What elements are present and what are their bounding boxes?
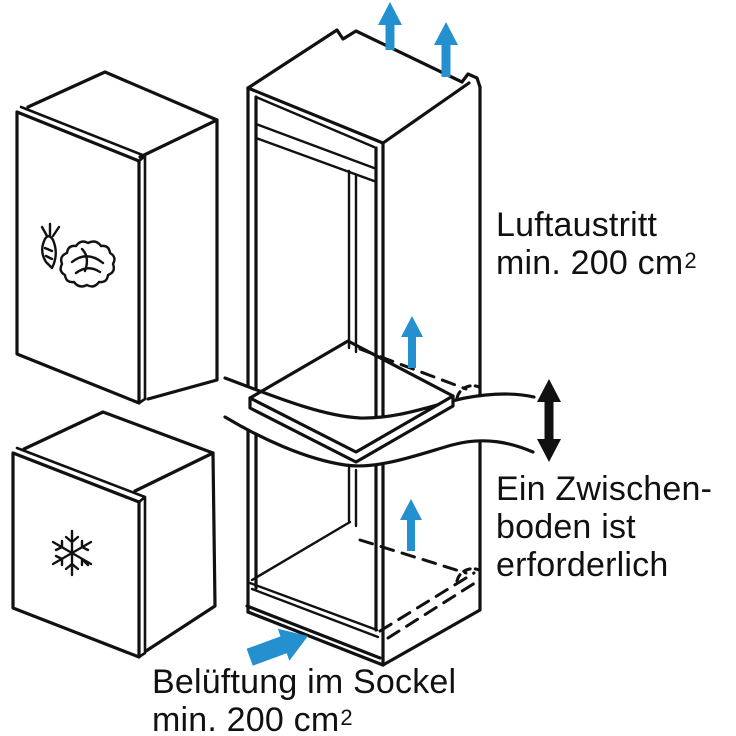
interior-back-edge-upper: [347, 169, 358, 354]
niche-cabinet: [245, 28, 482, 667]
right-front-stile: [374, 141, 385, 667]
plinth-hidden-edges-dashed: [378, 571, 480, 640]
freezer-box-top: [22, 410, 215, 493]
cabinet-top-right-edge: [381, 81, 471, 145]
carrot-icon: [40, 222, 61, 270]
cabbage-icon: [59, 240, 116, 288]
cabinet-back-right-edge: [381, 85, 482, 667]
up-arrow-icon-top-left: [378, 2, 402, 50]
intermediate-shelf-label: Ein Zwischen- boden ist erforderlich: [496, 470, 712, 584]
shelf-label-line3: erforderlich: [496, 546, 669, 584]
plinth-vent-label: Belüftung im Sockel min. 200 cm2: [152, 663, 456, 736]
up-arrow-icon-top-right: [434, 22, 458, 77]
shelf-label-line1: Ein Zwischen-: [496, 470, 713, 508]
plinth-front-edges: [245, 604, 385, 667]
plinth-inflow-arrow-icon: [246, 628, 308, 666]
air-outlet-line1: Luftaustritt: [496, 206, 658, 244]
interior-back-edge-lower: [347, 466, 358, 528]
double-vertical-arrow-icon: [537, 379, 561, 462]
air-outlet-line2: min. 200 cm: [496, 244, 684, 282]
top-panel-thickness: [254, 95, 376, 149]
air-outlet-label: Luftaustritt min. 200 cm2: [496, 206, 697, 282]
break-wave-upper: [223, 376, 536, 420]
freezer-box-right: [144, 451, 217, 653]
plinth-label-line1: Belüftung im Sockel: [152, 663, 457, 701]
break-band: [225, 378, 534, 466]
fridge-box-top: [26, 70, 219, 159]
left-front-stile: [246, 86, 258, 614]
plinth-label-sup: 2: [340, 705, 353, 730]
intermediate-shelf: [248, 339, 455, 464]
cabinet-top-notch: [460, 72, 482, 89]
shelf-label-line2: boden ist: [496, 508, 636, 546]
floor-hidden-edge-dashed: [358, 538, 468, 575]
fridge-unit: [15, 70, 219, 405]
shelf-top-edges: [248, 339, 455, 400]
floor-hidden-hook-dashed: [455, 567, 481, 583]
shelf-hidden-hook-dashed: [455, 384, 481, 400]
fridge-door-slab: [19, 105, 147, 405]
freezer-door-slab: [15, 446, 147, 659]
airflow-arrows: [246, 2, 458, 666]
shelf-hidden-edge-dashed: [358, 347, 468, 391]
freezer-unit: [11, 410, 217, 659]
shelf-thickness: [248, 394, 455, 464]
snowflake-icon: [51, 529, 93, 577]
cabinet-top-front-edge: [246, 86, 385, 145]
air-outlet-sup: 2: [684, 248, 697, 273]
plinth-label-line2: min. 200 cm: [152, 701, 340, 736]
break-wave-lower: [223, 415, 535, 468]
top-rail: [254, 122, 376, 183]
floor-back-left-edge: [250, 520, 352, 582]
floor-front-edge: [248, 581, 380, 639]
fridge-box-right: [146, 118, 219, 401]
cabinet-top-back-edge: [246, 28, 464, 90]
up-arrow-icon-middle: [401, 316, 423, 368]
up-arrow-icon-lower: [400, 499, 422, 551]
